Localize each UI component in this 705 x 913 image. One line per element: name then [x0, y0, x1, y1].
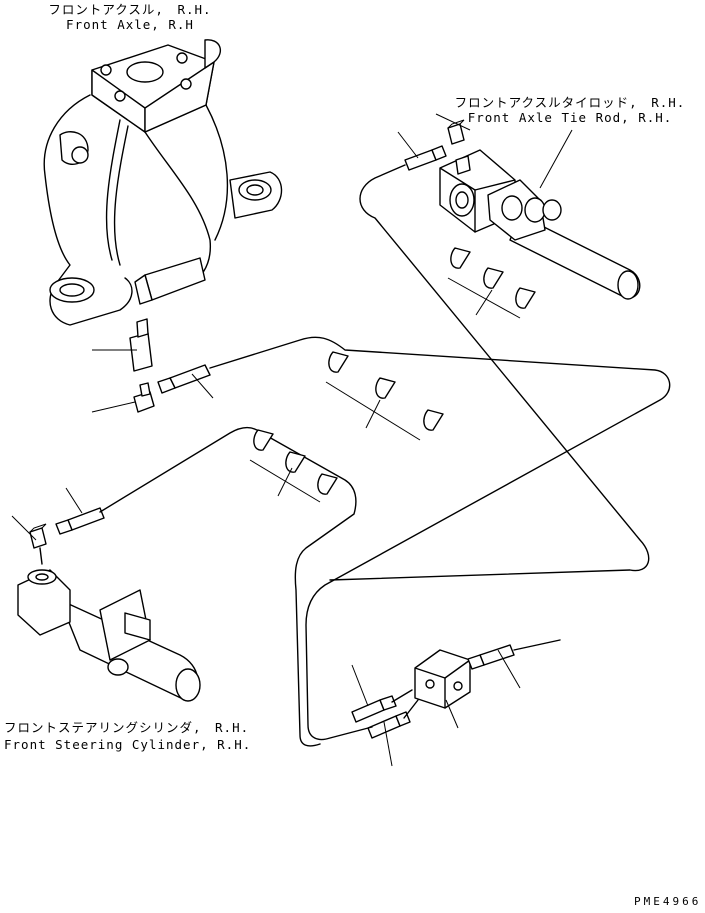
front-axle-label-jp: フロントアクスル, R.H. — [48, 2, 212, 17]
tie-rod-label-en: Front Axle Tie Rod, R.H. — [467, 110, 673, 125]
steering-cylinder-label-en: Front Steering Cylinder, R.H. — [4, 737, 252, 752]
clamps — [249, 247, 536, 503]
front-axle-label-en: Front Axle, R.H — [66, 17, 194, 32]
leader-lines — [11, 113, 573, 767]
front-axle-part — [43, 39, 283, 326]
hoses — [99, 164, 671, 747]
front-axle-tie-rod-part — [439, 119, 641, 300]
tie-rod-label-jp: フロントアクスルタイロッド, R.H. — [454, 95, 686, 110]
steering-cylinder-label-jp: フロントステアリングシリンダ, R.H. — [4, 720, 250, 735]
front-steering-cylinder-part — [17, 523, 201, 702]
drawing-number: PME4966 — [634, 895, 702, 908]
